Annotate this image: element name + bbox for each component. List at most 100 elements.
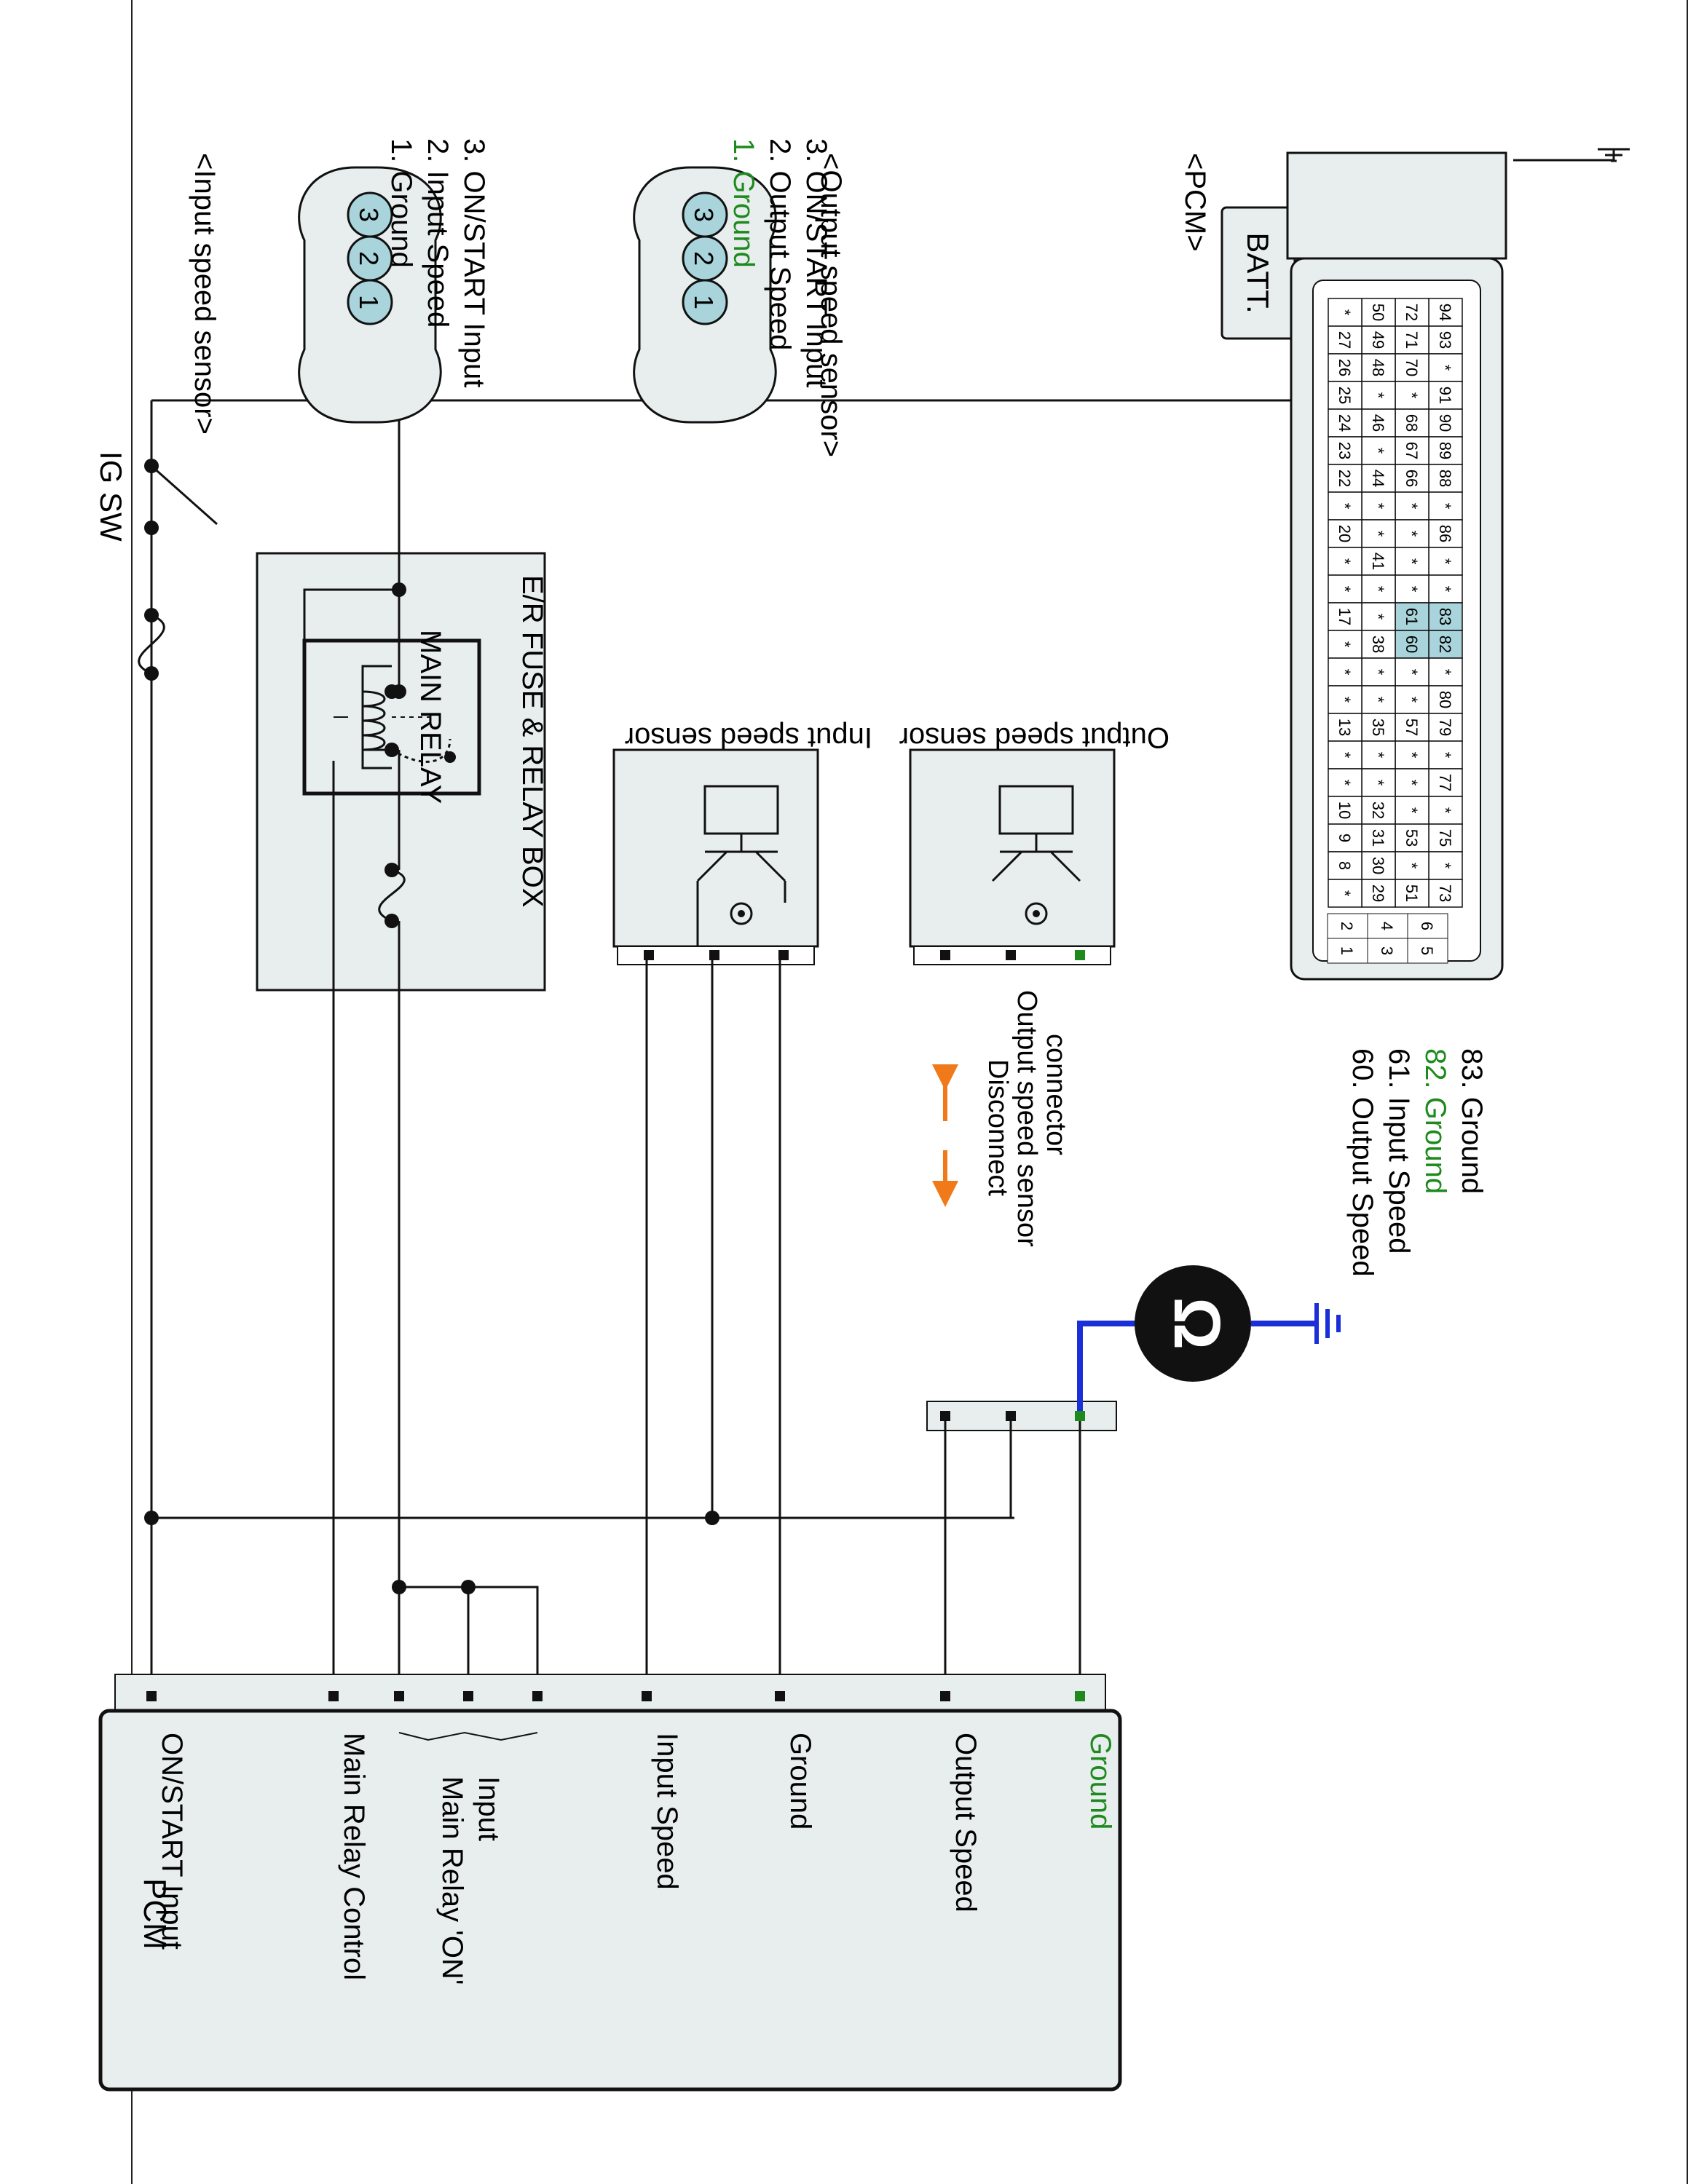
pcm-pin-label: 48 [1369, 359, 1387, 376]
pcm-pin-label: 13 [1336, 719, 1354, 736]
pcm-pin-grid: 9493*91908988*86**8382*8079*77*75*737271… [1327, 298, 1463, 964]
pcm-small-pin-label: 3 [1378, 946, 1396, 955]
pcm-pin-label: 83 [1436, 608, 1454, 625]
input-legend-item-3: 3. ON/START Input [458, 138, 490, 387]
pcm-pin-label: * [1369, 531, 1387, 537]
pcm-pin-label: 86 [1436, 525, 1454, 542]
output-legend-item-1: 1. Ground [727, 138, 760, 268]
pcm-pin-label: 91 [1436, 387, 1454, 404]
pcm-pin-label: 82 [1436, 636, 1454, 653]
pcm-pin-label: * [1403, 586, 1421, 593]
ig-switch-blade [151, 464, 218, 526]
pcm-output-speed-label: Output Speed [950, 1733, 982, 1912]
output-speed-sensor: Output speed sensor [899, 721, 1170, 965]
pcm-pin-label: * [1436, 503, 1454, 510]
ig-switch-label: IG SW [94, 451, 128, 542]
pcm-legend-item-3: 82. Ground [1419, 1048, 1451, 1194]
pcm-pin-label: * [1403, 807, 1421, 814]
pcm-module: PCM ON/START Input Main Relay Control Ma… [98, 1674, 1122, 2092]
pcm-pin-label: * [1336, 641, 1354, 648]
input-sensor-label: Input speed sensor [625, 721, 872, 753]
disconnect-label-line3: connector [1041, 1034, 1071, 1155]
pcm-pin-label: * [1403, 863, 1421, 869]
ohmmeter-icon [1135, 1265, 1251, 1382]
pcm-pin-label: 17 [1336, 608, 1354, 625]
pcm-pin-label: * [1369, 448, 1387, 454]
disconnect-label: Disconnect [982, 1059, 1013, 1196]
pcm-pin-label: 72 [1403, 304, 1421, 321]
pcm-pin-label: 75 [1436, 829, 1454, 847]
pcm-pin-label: 71 [1403, 331, 1421, 349]
pcm-ground2-label: Ground [1084, 1733, 1116, 1829]
pcm-pin-label: 73 [1436, 885, 1454, 902]
pcm-main-relay-on-label: Main Relay 'ON' [436, 1776, 468, 1985]
pcm-pin-label: 35 [1369, 719, 1387, 736]
pcm-pin-label: * [1369, 503, 1387, 510]
fuse-icon [138, 614, 165, 675]
pcm-pin-label: 41 [1369, 553, 1387, 570]
pcm-legend-title: <PCM> [1179, 153, 1211, 252]
pcm-pin-label: 49 [1369, 331, 1387, 349]
pin-label: 1 [354, 295, 384, 309]
pcm-pin-label: * [1336, 890, 1354, 897]
pcm-pin-label: * [1369, 669, 1387, 676]
pcm-ground1-label: Ground [784, 1733, 816, 1829]
pcm-pin-label: 88 [1436, 470, 1454, 487]
pcm-connector-legend: <PCM> 9493*91908988*86**8382*8079*77*75*… [1179, 151, 1507, 1277]
pcm-pin-label: 70 [1403, 359, 1421, 376]
pin-label: 2 [689, 251, 719, 266]
pcm-pin-label: 50 [1369, 304, 1387, 321]
pcm-pin-label: 30 [1369, 857, 1387, 874]
pcm-small-pin-label: 6 [1418, 922, 1436, 930]
input-speed-sensor: Input speed sensor [612, 721, 872, 965]
input-legend-item-2: 2. Input Speed [422, 138, 454, 328]
pcm-pin-label: * [1403, 669, 1421, 676]
pcm-pin-label: 68 [1403, 414, 1421, 432]
pcm-pin-label: * [1369, 586, 1387, 593]
pcm-pin-label: 80 [1436, 691, 1454, 708]
pcm-small-pin-label: 2 [1338, 922, 1356, 930]
pcm-pin-label: * [1336, 586, 1354, 593]
breakout-connector [926, 1401, 1117, 1431]
battery-label: BATT. [1241, 232, 1275, 313]
pcm-pin-label: 29 [1369, 885, 1387, 902]
output-legend-item-3: 3. ON/START Input [800, 138, 832, 387]
pcm-pin-label: * [1403, 752, 1421, 759]
output-sensor-label: Output speed sensor [899, 721, 1170, 753]
pcm-pin-label: * [1336, 503, 1354, 510]
pcm-pin-label: 53 [1403, 829, 1421, 847]
svg-text:Ω: Ω [1160, 1297, 1233, 1350]
pin-label: 1 [689, 295, 719, 309]
pcm-small-pin-label: 5 [1418, 946, 1436, 955]
pcm-legend-item-4: 83. Ground [1456, 1048, 1488, 1194]
output-legend-title: <Output speed sensor> [815, 153, 847, 457]
pcm-pin-label: * [1436, 365, 1454, 371]
pcm-pin-label: * [1336, 780, 1354, 786]
pcm-pin-label: 32 [1369, 802, 1387, 819]
pcm-pin-label: 22 [1336, 470, 1354, 487]
bracket-icon [398, 1731, 538, 1741]
rotated-schematic: BATT. IG SW [94, 138, 1630, 2092]
pcm-pin-label: * [1336, 669, 1354, 676]
pcm-pin-label: 10 [1336, 802, 1354, 819]
pcm-pin-label: 61 [1403, 608, 1421, 625]
page-frame [131, 0, 1688, 2184]
pcm-pin-label: * [1436, 586, 1454, 593]
pcm-legend-item-2: 61. Input Speed [1383, 1048, 1415, 1254]
pcm-pin-label: 67 [1403, 442, 1421, 459]
pcm-pin-label: 31 [1369, 829, 1387, 847]
input-sensor-box [612, 748, 819, 948]
disconnect-label-line2: Output speed sensor [1011, 990, 1042, 1247]
pcm-pin-label: 38 [1369, 636, 1387, 653]
pcm-pin-label: 20 [1336, 525, 1354, 542]
pcm-pin-label: 8 [1336, 861, 1354, 870]
pcm-pin-label: * [1436, 807, 1454, 814]
pcm-main-relay-control-label: Main Relay Control [338, 1733, 370, 1980]
relay-coil-icon [362, 690, 386, 751]
input-legend-title: <Input speed sensor> [189, 153, 221, 435]
pcm-pin-label: 66 [1403, 470, 1421, 487]
pin-label: 3 [354, 207, 384, 222]
pcm-pin-label: * [1436, 863, 1454, 869]
pcm-pin-label: 46 [1369, 414, 1387, 432]
